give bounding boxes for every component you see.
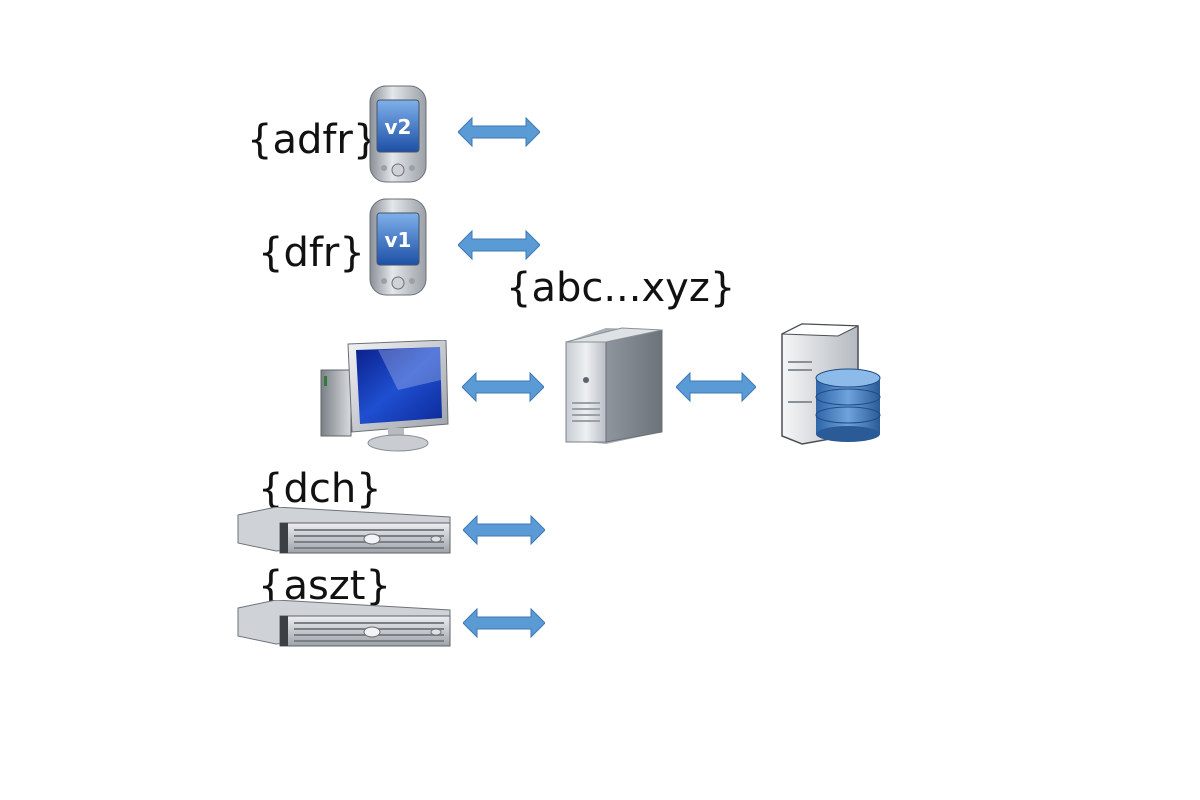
label-aszt: {aszt} <box>258 563 391 609</box>
pda-v1-icon: v1 <box>366 197 430 297</box>
rack-server-2-icon <box>236 600 452 648</box>
arrow-rack-1 <box>463 514 545 546</box>
label-dfr: {dfr} <box>258 230 365 276</box>
label-adfr: {adfr} <box>247 117 379 163</box>
rack-server-1-icon <box>236 507 452 555</box>
badge-v2: v2 <box>385 115 412 139</box>
arrow-phone-v2 <box>458 116 540 148</box>
desktop-computer-icon <box>318 340 452 452</box>
pda-v2-icon: v2 <box>366 84 430 184</box>
arrow-desktop-to-central <box>462 371 544 403</box>
badge-v1: v1 <box>385 228 412 252</box>
label-abc-xyz: {abc...xyz} <box>506 265 736 311</box>
label-dch: {dch} <box>258 466 382 512</box>
database-server-icon <box>778 322 884 446</box>
arrow-rack-2 <box>463 607 545 639</box>
arrow-central-to-database <box>676 371 756 403</box>
arrow-phone-v1 <box>458 229 540 261</box>
central-server-icon <box>562 322 666 446</box>
